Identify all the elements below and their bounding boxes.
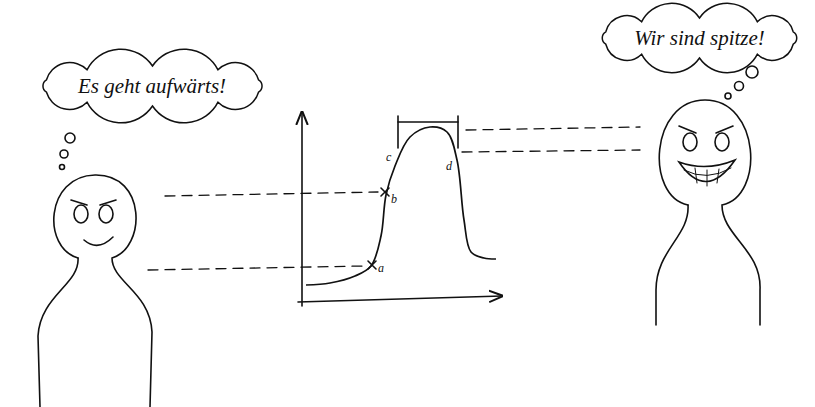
y-axis: [301, 112, 303, 306]
bracket-tick: [457, 116, 459, 148]
bracket-tick: [397, 116, 399, 148]
eye: [715, 133, 729, 151]
thought-text: Es geht aufwärts!: [78, 74, 226, 99]
point-label: c: [385, 151, 392, 163]
x-axis: [298, 296, 502, 302]
figure-left: [54, 175, 152, 407]
eyebrow: [100, 200, 116, 205]
dashed-leader: [148, 266, 364, 270]
point-label: b: [390, 193, 398, 205]
point-label: a: [377, 262, 385, 274]
eyebrow: [716, 126, 733, 133]
thought-dot: [65, 133, 75, 143]
dashed-leader: [165, 192, 378, 196]
thought-text: Wir sind spitze!: [634, 26, 765, 51]
eye: [74, 205, 88, 223]
thought-cloud: Wir sind spitze!: [593, 10, 806, 66]
bracket: [398, 121, 458, 123]
cloud-shape: [42, 49, 261, 123]
thought-dot: [746, 66, 758, 78]
thought-dot: [735, 82, 744, 91]
thought-dot: [60, 165, 65, 170]
thought-cloud: Es geht aufwärts!: [33, 58, 272, 114]
thought-dot: [725, 93, 731, 99]
dashed-leader: [462, 150, 640, 152]
smile: [84, 237, 113, 245]
thought-dot: [60, 150, 68, 158]
eyebrow: [71, 200, 87, 205]
eyebrow: [679, 126, 696, 133]
figure-right: [656, 205, 688, 325]
figure-left: [38, 258, 78, 407]
eye: [99, 205, 113, 223]
dashed-leader: [466, 127, 640, 130]
eye: [683, 133, 697, 151]
curve: [306, 127, 496, 285]
point-label: d: [445, 160, 453, 172]
figure-right: [659, 100, 760, 325]
teeth: [684, 168, 731, 186]
cloud-shape: [602, 3, 796, 72]
